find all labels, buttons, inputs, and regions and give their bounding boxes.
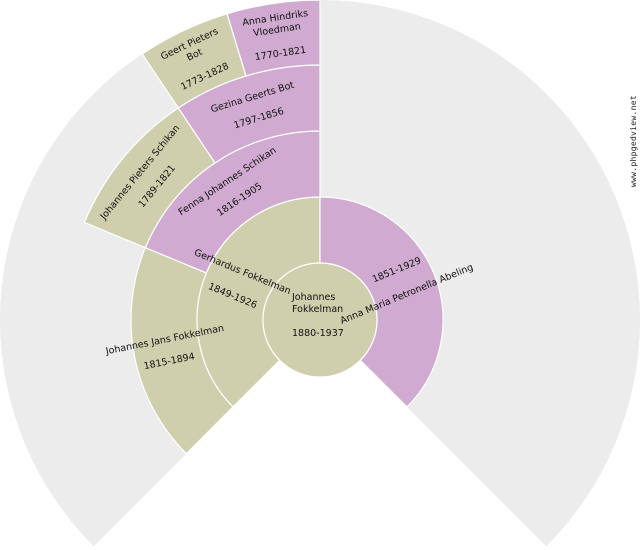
ancestor-segment-fmmm[interactable] [226, 0, 321, 77]
svg-text:Fokkelman: Fokkelman [292, 304, 343, 315]
ancestor-segments [83, 0, 444, 455]
svg-text:1880-1937: 1880-1937 [292, 328, 344, 339]
svg-text:Johannes: Johannes [291, 292, 335, 303]
root-person-circle[interactable] [262, 262, 378, 378]
watermark-text: www.phpgedview.net [629, 95, 638, 188]
